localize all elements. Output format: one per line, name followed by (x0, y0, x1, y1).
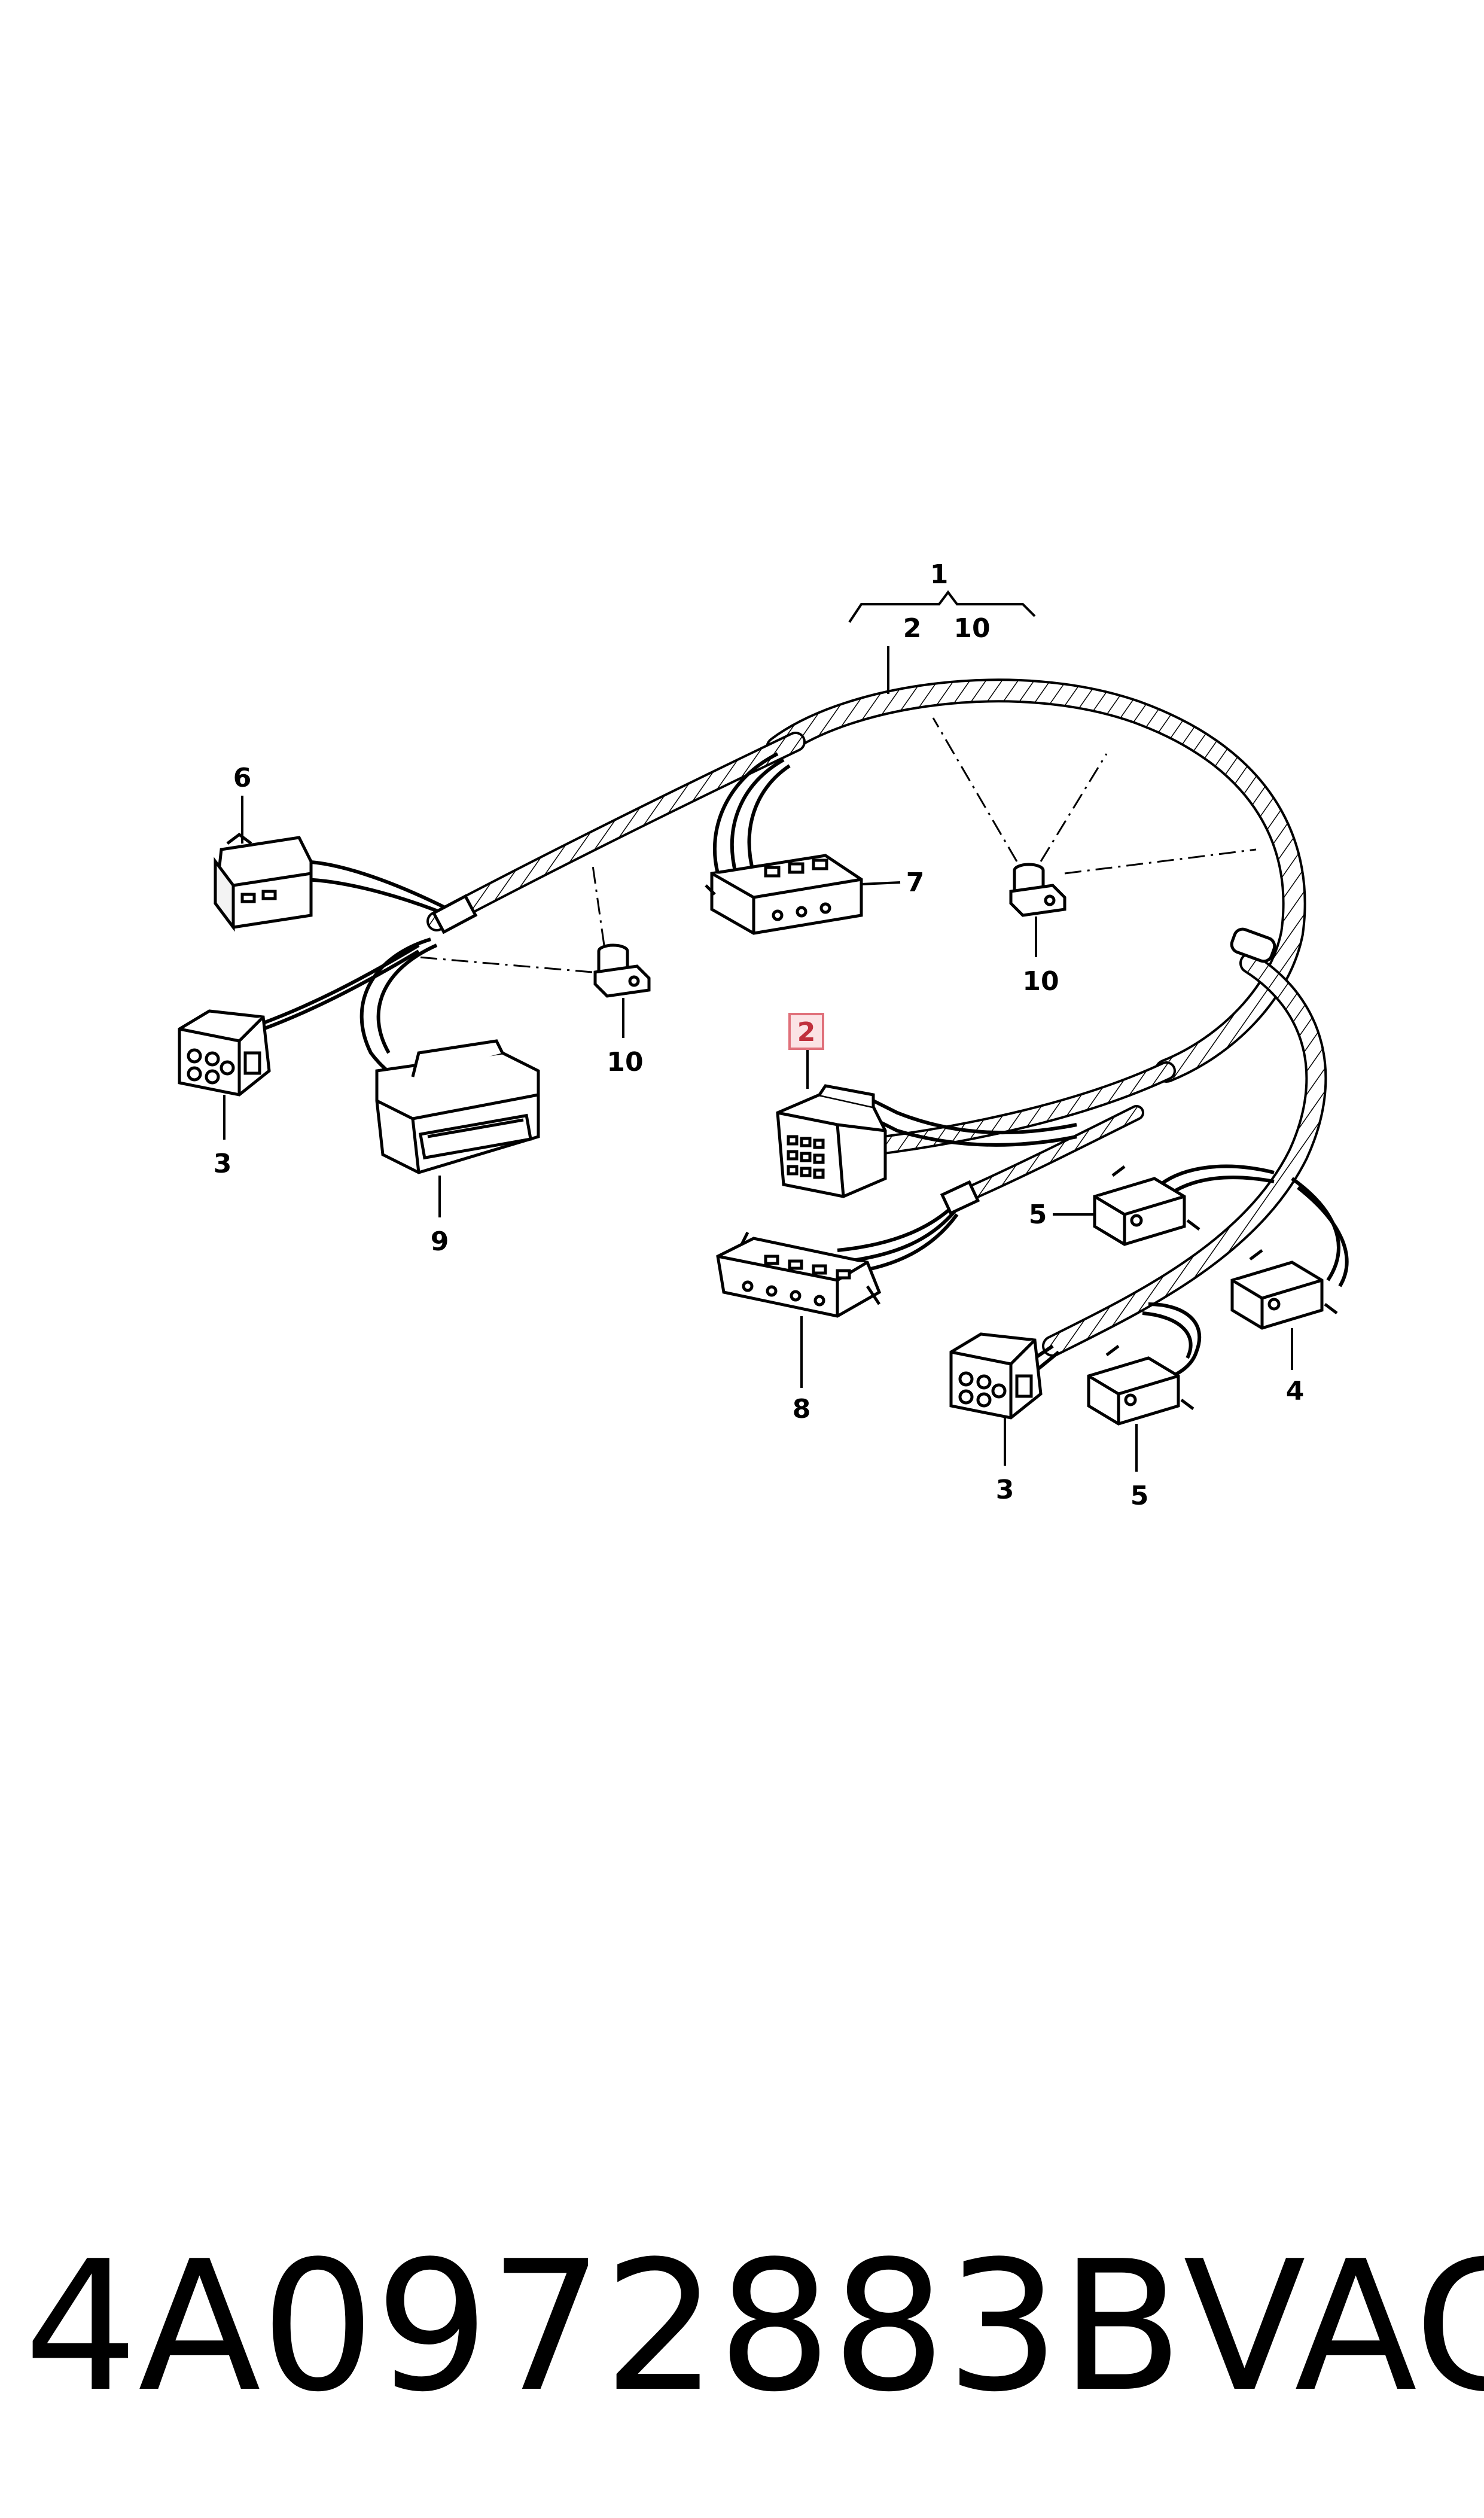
highlight-box-item-2 (788, 1013, 824, 1050)
connector-8 (716, 1231, 882, 1318)
part-number: 4A0972883B (24, 2222, 1183, 2431)
brand-label: VAG (1183, 2222, 1484, 2431)
callout-9[interactable]: 9 (431, 1226, 449, 1257)
connector-9 (375, 1039, 540, 1174)
callout-10-bracket[interactable]: 10 (953, 613, 990, 644)
callout-5-lower[interactable]: 5 (1130, 1481, 1149, 1511)
leader-lines (223, 590, 1293, 1472)
clip-reference-lines (418, 717, 1257, 973)
connector-7 (705, 854, 863, 935)
callout-4[interactable]: 4 (1286, 1376, 1305, 1406)
connector-3-left (178, 1009, 271, 1097)
harness-sleeves (431, 894, 1276, 1216)
callout-1[interactable]: 1 (930, 559, 949, 590)
clip-10-right (1009, 863, 1066, 917)
callout-2-highlight[interactable]: 2 (797, 1017, 816, 1048)
callout-3-left[interactable]: 3 (214, 1149, 232, 1179)
callout-labels: 1 2 10 6 7 10 10 2 3 9 5 4 8 3 5 (214, 559, 1305, 1511)
connector-5-lower (1087, 1345, 1194, 1426)
main-harness-loop (426, 678, 1327, 1357)
connector-4 (1230, 1249, 1338, 1330)
callout-7[interactable]: 7 (906, 867, 925, 898)
connector-3-right (949, 1332, 1043, 1420)
callout-3-right[interactable]: 3 (996, 1475, 1014, 1505)
connector-5-upper (1093, 1165, 1200, 1246)
callout-10-right[interactable]: 10 (1022, 966, 1059, 997)
callout-10-left[interactable]: 10 (607, 1047, 643, 1077)
connector-2 (776, 1084, 887, 1198)
clip-10-left (593, 943, 651, 998)
callout-8[interactable]: 8 (793, 1394, 811, 1424)
part-number-footer: 4A0972883B VAG (24, 2213, 1484, 2441)
callout-2-bracket[interactable]: 2 (903, 613, 922, 644)
connector-6 (214, 832, 313, 932)
callout-6[interactable]: 6 (233, 763, 252, 793)
callout-5-upper[interactable]: 5 (1029, 1199, 1047, 1230)
